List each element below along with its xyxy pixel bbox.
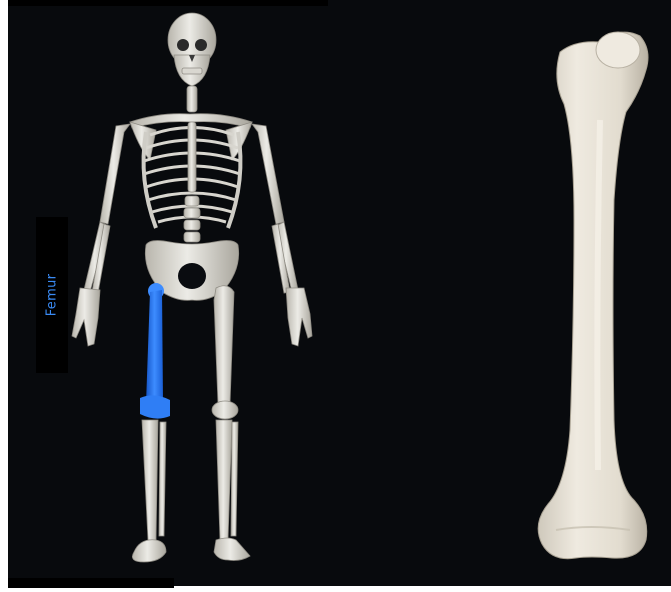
femur-label: Femur xyxy=(45,274,60,317)
isolated-femur xyxy=(538,32,648,559)
skull xyxy=(168,13,216,86)
skeleton-figure xyxy=(72,13,312,562)
spine xyxy=(184,196,200,242)
femur-highlighted xyxy=(140,283,170,419)
